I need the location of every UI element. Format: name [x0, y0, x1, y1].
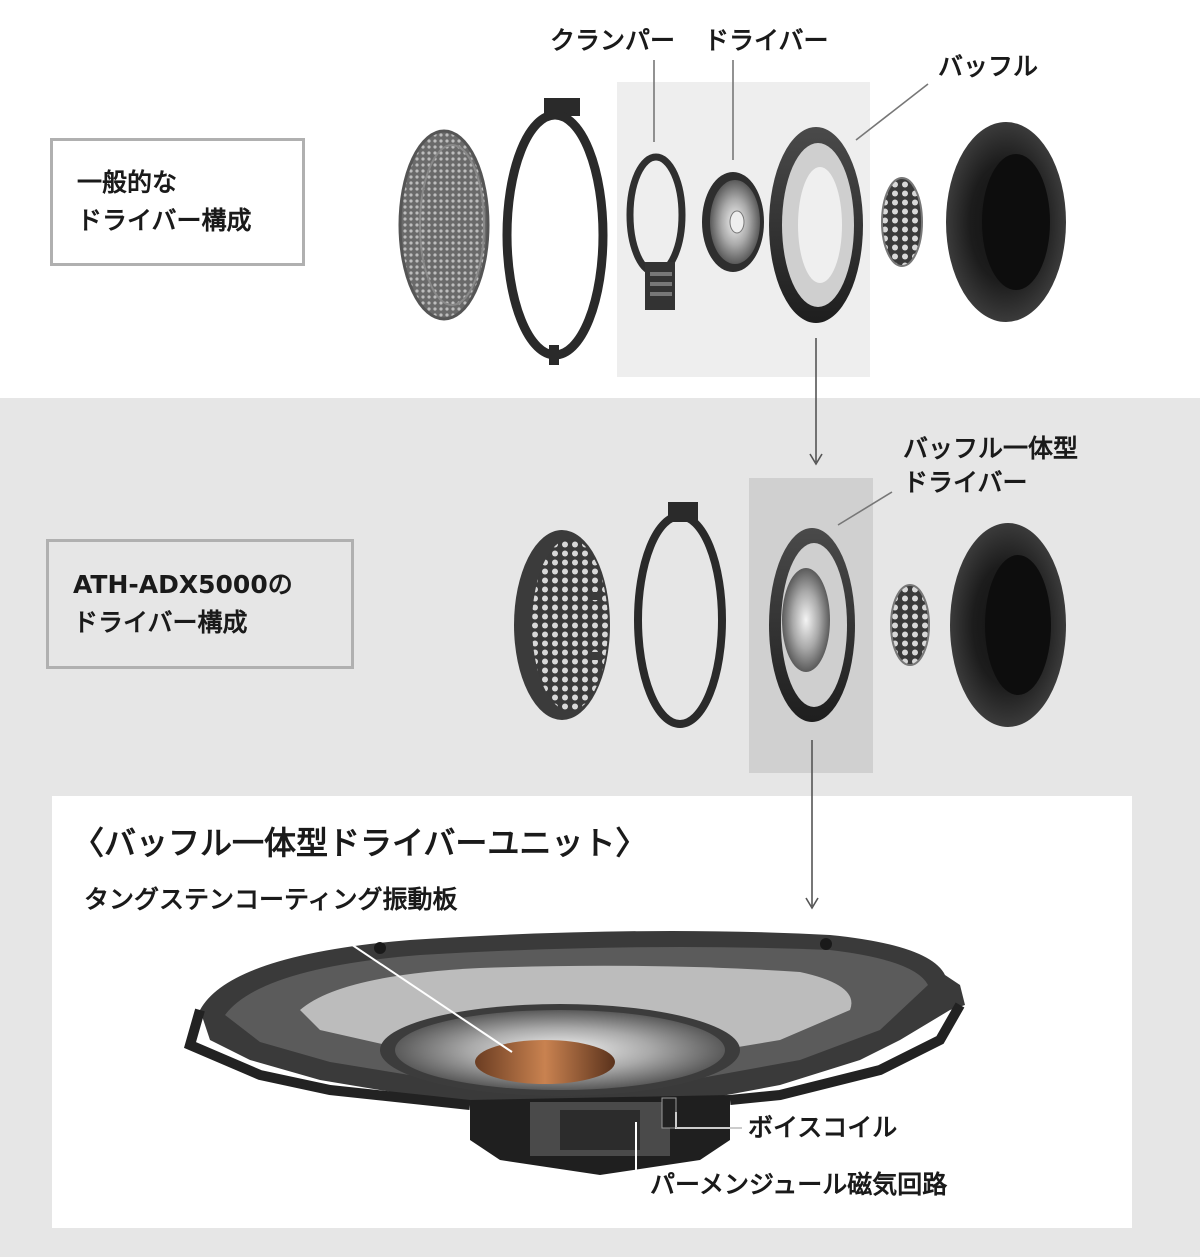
mid-housing-ring — [634, 502, 726, 728]
mid-hex-grille — [514, 530, 610, 720]
top-clamper — [626, 153, 686, 310]
detail-title: 〈バッフル一体型ドライバーユニット〉 — [72, 824, 648, 862]
down-arrow-mid — [805, 740, 819, 910]
baffle-callout: バッフル — [938, 52, 1039, 81]
driver-cross-section — [183, 931, 965, 1175]
down-arrow-top — [809, 338, 823, 466]
baffle-leader-line — [855, 83, 929, 141]
general-label-line2: ドライバー構成 — [77, 206, 252, 235]
integrated-driver-callout-line1: バッフル一体型 — [903, 434, 1079, 463]
integrated-driver-leader-line — [837, 491, 893, 526]
mid-rear-plate — [890, 584, 930, 666]
integrated-driver-callout-line2: ドライバー — [903, 468, 1028, 497]
top-driver — [702, 172, 764, 272]
mid-integrated-driver — [769, 528, 855, 722]
general-driver-label-box: 一般的な ドライバー構成 — [50, 138, 305, 266]
driver-callout: ドライバー — [704, 26, 829, 55]
top-ear-pad — [946, 122, 1066, 322]
top-rear-plate — [881, 177, 923, 267]
top-mesh-grille — [398, 129, 490, 321]
voice-coil-callout: ボイスコイル — [748, 1113, 898, 1142]
clamper-callout: クランパー — [550, 26, 676, 55]
top-baffle — [769, 127, 863, 323]
adx-label-line1: ATH-ADX5000の — [73, 570, 293, 599]
adx-label-line2: ドライバー構成 — [73, 608, 248, 637]
adx-driver-label-box: ATH-ADX5000の ドライバー構成 — [46, 539, 354, 669]
diaphragm-leader-line — [311, 917, 513, 1053]
top-housing-ring — [502, 98, 608, 365]
general-label-line1: 一般的な — [77, 168, 178, 197]
magnetic-circuit-leader-line — [635, 1122, 646, 1187]
mid-ear-pad — [950, 523, 1066, 727]
magnetic-circuit-callout: パーメンジュール磁気回路 — [650, 1170, 948, 1199]
diaphragm-callout: タングステンコーティング振動板 — [84, 885, 458, 914]
